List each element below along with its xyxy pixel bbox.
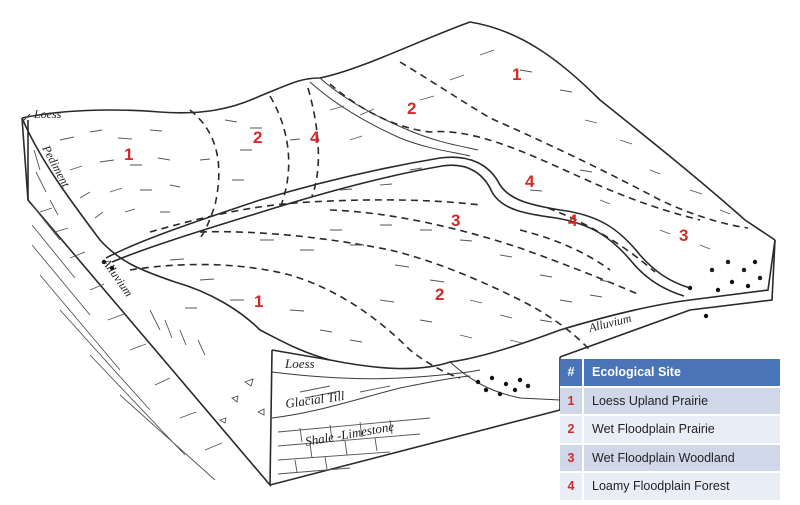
stream-channel-lower [111, 164, 685, 297]
block-right-face [559, 239, 776, 358]
legend-row-number: 1 [560, 386, 584, 416]
geology-labels: Loess Pediment Alluvium Alluvium Loess G… [21, 107, 633, 449]
legend-header-title: Ecological Site [583, 359, 780, 388]
alluvium-dots [101, 259, 763, 397]
label-glacial-till: Glacial Till [284, 388, 345, 411]
glacial-till-marks [149, 309, 391, 424]
zone-number: 1 [124, 145, 133, 164]
left-face-rock-pattern [31, 149, 223, 481]
legend-row-name: Loamy Floodplain Forest [583, 472, 780, 502]
block-front-top [271, 349, 331, 361]
zone-number: 4 [525, 172, 535, 191]
zone-number: 1 [254, 292, 263, 311]
terrain-top-outline [21, 21, 776, 241]
legend-row-number: 4 [560, 472, 584, 502]
zone-boundaries [129, 61, 749, 379]
zone-number: 4 [310, 128, 320, 147]
zone-number: 3 [679, 226, 688, 245]
legend-row-number: 2 [560, 415, 584, 445]
legend-header-row: # Ecological Site [560, 359, 780, 388]
legend-row-name: Wet Floodplain Prairie [583, 415, 780, 445]
zone-number: 2 [407, 99, 416, 118]
block-left-face [21, 117, 273, 488]
zone-number: 2 [253, 128, 262, 147]
legend-row-number: 3 [560, 443, 584, 473]
stream-channel-upper [105, 156, 691, 289]
zone-number: 3 [451, 211, 460, 230]
legend-row: 1 Loess Upland Prairie [560, 386, 780, 416]
stream-tributary-bank [319, 77, 479, 151]
legend-header-number: # [560, 359, 584, 388]
legend-row-name: Loess Upland Prairie [583, 386, 780, 416]
alluvium-pocket [449, 361, 561, 401]
label-alluvium-left: Alluvium [99, 255, 136, 300]
zone-number: 2 [435, 285, 444, 304]
label-pediment: Pediment [39, 142, 73, 190]
shale-limestone-pattern [277, 417, 431, 475]
label-loess-top: Loess [33, 107, 62, 121]
terrain-hatching [59, 49, 731, 344]
legend-row: 2 Wet Floodplain Prairie [560, 415, 780, 445]
zone-numbers: 1 2 4 1 2 4 4 3 3 2 1 [124, 65, 688, 311]
block-right-edge [449, 239, 776, 363]
label-shale-limestone: Shale -Limestone [304, 419, 395, 449]
legend-row: 3 Wet Floodplain Woodland [560, 443, 780, 473]
loess-leader [21, 113, 31, 123]
zone-number: 4 [568, 211, 578, 230]
legend-row: 4 Loamy Floodplain Forest [560, 472, 780, 502]
ecological-site-legend: # Ecological Site 1 Loess Upland Prairie… [560, 359, 780, 502]
label-alluvium-right: Alluvium [586, 311, 633, 335]
terrain-front-edge [21, 117, 451, 370]
zone-number: 1 [512, 65, 521, 84]
legend-row-name: Wet Floodplain Woodland [583, 443, 780, 473]
till-boundary [271, 375, 471, 419]
stream-tributary [309, 81, 471, 157]
label-loess-front: Loess [284, 356, 315, 371]
